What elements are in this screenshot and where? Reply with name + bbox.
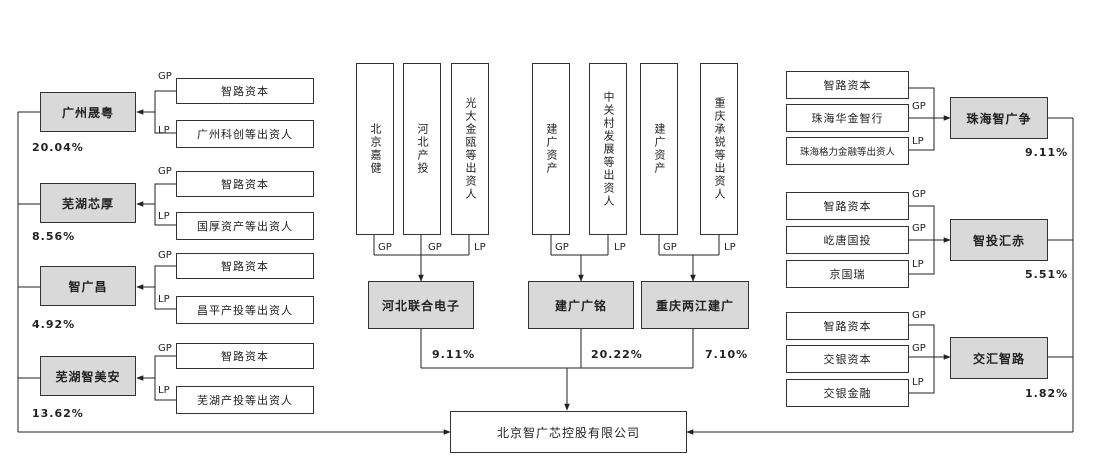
investor-name: 中关村发展等出资人: [602, 90, 616, 208]
lp-label: LP: [912, 377, 924, 388]
lp-label: LP: [474, 242, 486, 253]
gp-label: GP: [912, 189, 926, 200]
lp-box: 芜湖产投等出资人: [176, 386, 314, 414]
lp-label: LP: [158, 385, 170, 396]
entity-box: 建广广铭: [528, 281, 634, 329]
pct-label: 5.51%: [1025, 268, 1069, 281]
entity-box: 智广昌: [40, 266, 136, 306]
pct-label: 4.92%: [32, 318, 76, 331]
investor-box: 北京嘉健: [356, 63, 394, 235]
entity-box: 河北联合电子: [368, 281, 474, 329]
pct-label: 9.11%: [1025, 146, 1069, 159]
entity-box: 珠海智广争: [950, 97, 1048, 139]
investor-box: 建广资产: [532, 63, 570, 235]
pct-label: 13.62%: [32, 407, 84, 420]
investor-box: 重庆承锐等出资人: [700, 63, 738, 235]
lp-label: LP: [724, 242, 736, 253]
lp-label: LP: [614, 242, 626, 253]
pct-label: 8.56%: [32, 230, 76, 243]
investor-box: 智路资本: [786, 312, 909, 340]
investor-box: 光大金瓯等出资人: [451, 63, 489, 235]
gp-label: GP: [555, 242, 569, 253]
pct-label: 1.82%: [1025, 387, 1069, 400]
investor-name: 建广资产: [653, 123, 667, 175]
investor-box: 中关村发展等出资人: [589, 63, 627, 235]
gp-label: GP: [428, 242, 442, 253]
gp-label: GP: [663, 242, 677, 253]
gp-box: 智路资本: [176, 343, 314, 369]
investor-name: 河北产投: [416, 123, 430, 175]
entity-box: 智投汇赤: [950, 219, 1048, 261]
lp-box: 昌平产投等出资人: [176, 296, 314, 324]
gp-label: GP: [158, 166, 172, 177]
pct-label: 20.04%: [32, 141, 84, 154]
gp-label: GP: [158, 250, 172, 261]
investor-box: 交银资本: [786, 345, 909, 373]
lp-box: 广州科创等出资人: [176, 120, 314, 148]
lp-label: LP: [158, 211, 170, 222]
lp-box: 国厚资产等出资人: [176, 212, 314, 240]
gp-label: GP: [158, 71, 172, 82]
gp-label: GP: [912, 343, 926, 354]
gp-label: GP: [912, 310, 926, 321]
investor-box: 交银金融: [786, 379, 909, 407]
investor-box: 京国瑞: [786, 260, 909, 288]
investor-box: 屹唐国投: [786, 226, 909, 254]
gp-box: 智路资本: [176, 78, 314, 104]
gp-label: GP: [912, 101, 926, 112]
investor-name: 北京嘉健: [369, 123, 383, 175]
pct-label: 9.11%: [432, 348, 476, 361]
lp-label: LP: [158, 125, 170, 136]
investor-name: 建广资产: [545, 123, 559, 175]
entity-box: 芜湖芯厚: [40, 183, 136, 223]
lp-label: LP: [912, 259, 924, 270]
lp-label: LP: [912, 136, 924, 147]
gp-box: 智路资本: [176, 171, 314, 197]
investor-name: 光大金瓯等出资人: [464, 97, 478, 201]
entity-box: 广州晟粤: [40, 92, 136, 132]
gp-box: 智路资本: [176, 253, 314, 279]
investor-box: 珠海格力金融等出资人: [786, 137, 909, 165]
pct-label: 7.10%: [705, 348, 749, 361]
investor-box: 珠海华金智行: [786, 104, 909, 132]
gp-label: GP: [378, 242, 392, 253]
entity-box: 芜湖智美安: [40, 356, 136, 396]
entity-box: 重庆两江建广: [641, 281, 749, 329]
pct-label: 20.22%: [591, 348, 643, 361]
investor-box: 河北产投: [403, 63, 441, 235]
entity-box: 交汇智路: [950, 337, 1048, 379]
investor-box: 智路资本: [786, 71, 909, 99]
investor-box: 建广资产: [640, 63, 678, 235]
gp-label: GP: [158, 343, 172, 354]
investor-box: 智路资本: [786, 192, 909, 220]
lp-label: LP: [158, 294, 170, 305]
investor-name: 重庆承锐等出资人: [713, 97, 727, 201]
target-company-box: 北京智广芯控股有限公司: [450, 411, 687, 453]
gp-label: GP: [912, 223, 926, 234]
